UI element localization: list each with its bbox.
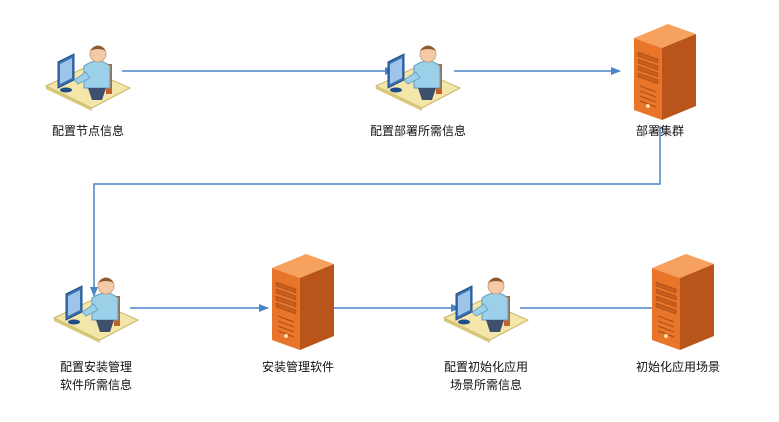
node-label-line: 配置安装管理	[59, 360, 133, 374]
user-computer-icon-n2	[374, 45, 462, 111]
node-label-line: 软件所需信息	[59, 378, 133, 392]
node-label-n7: 初始化应用场景	[636, 358, 720, 376]
node-label-line: 安装管理软件	[261, 360, 335, 374]
node-label-line: 场景所需信息	[449, 378, 523, 392]
node-label-line: 配置初始化应用	[443, 360, 529, 374]
node-label-n4: 配置安装管理软件所需信息	[60, 358, 132, 394]
node-label-n3: 部署集群	[636, 122, 684, 140]
node-label-line: 配置节点信息	[51, 124, 125, 138]
node-label-n1: 配置节点信息	[52, 122, 124, 140]
user-computer-icon-n4	[52, 277, 140, 343]
node-label-n6: 配置初始化应用场景所需信息	[444, 358, 528, 394]
user-computer-icon-n1	[44, 45, 132, 111]
node-label-n5: 安装管理软件	[262, 358, 334, 376]
node-label-line: 配置部署所需信息	[369, 124, 467, 138]
server-icon-n3	[634, 24, 696, 120]
node-label-n2: 配置部署所需信息	[370, 122, 466, 140]
node-label-line: 初始化应用场景	[635, 360, 721, 374]
edge-arrow-n3-n4	[90, 126, 661, 297]
server-icon-n5	[272, 254, 334, 350]
server-icon-n7	[652, 254, 714, 350]
user-computer-icon-n6	[442, 277, 530, 343]
node-label-line: 部署集群	[635, 124, 685, 138]
